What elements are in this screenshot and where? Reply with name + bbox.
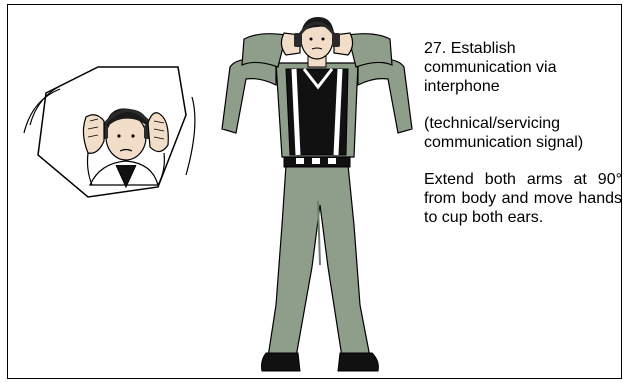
signal-title: 27. Establish communication via interpho…: [424, 39, 622, 96]
marshaller-figure-icon: [222, 17, 412, 371]
signal-category: (technical/servicing communication signa…: [424, 114, 622, 152]
signal-instruction: Extend both arms at 90° from body and mo…: [424, 170, 622, 227]
signal-card: 27. Establish communication via interpho…: [7, 4, 622, 379]
cockpit-pilot-icon: [24, 67, 195, 197]
signal-description: 27. Establish communication via interpho…: [424, 39, 622, 245]
